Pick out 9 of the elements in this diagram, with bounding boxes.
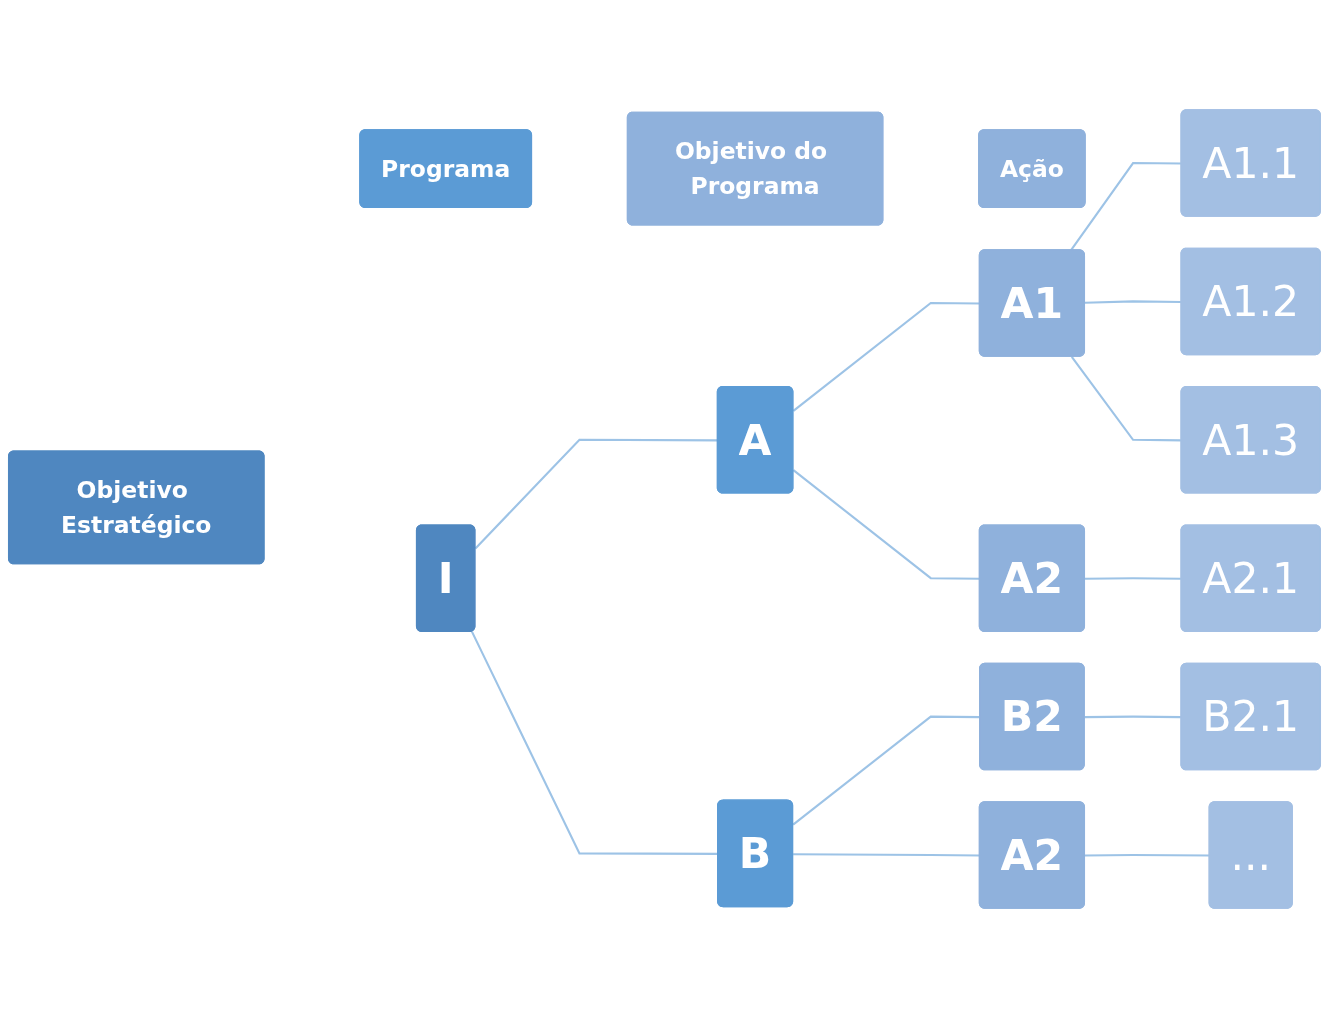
connector — [474, 438, 718, 550]
connector — [1085, 853, 1210, 857]
connector — [1085, 577, 1182, 580]
connector — [793, 853, 980, 857]
connector — [1070, 161, 1182, 251]
connector — [792, 469, 980, 580]
connector — [792, 301, 980, 412]
connector — [1070, 356, 1182, 442]
connector — [1085, 300, 1182, 304]
